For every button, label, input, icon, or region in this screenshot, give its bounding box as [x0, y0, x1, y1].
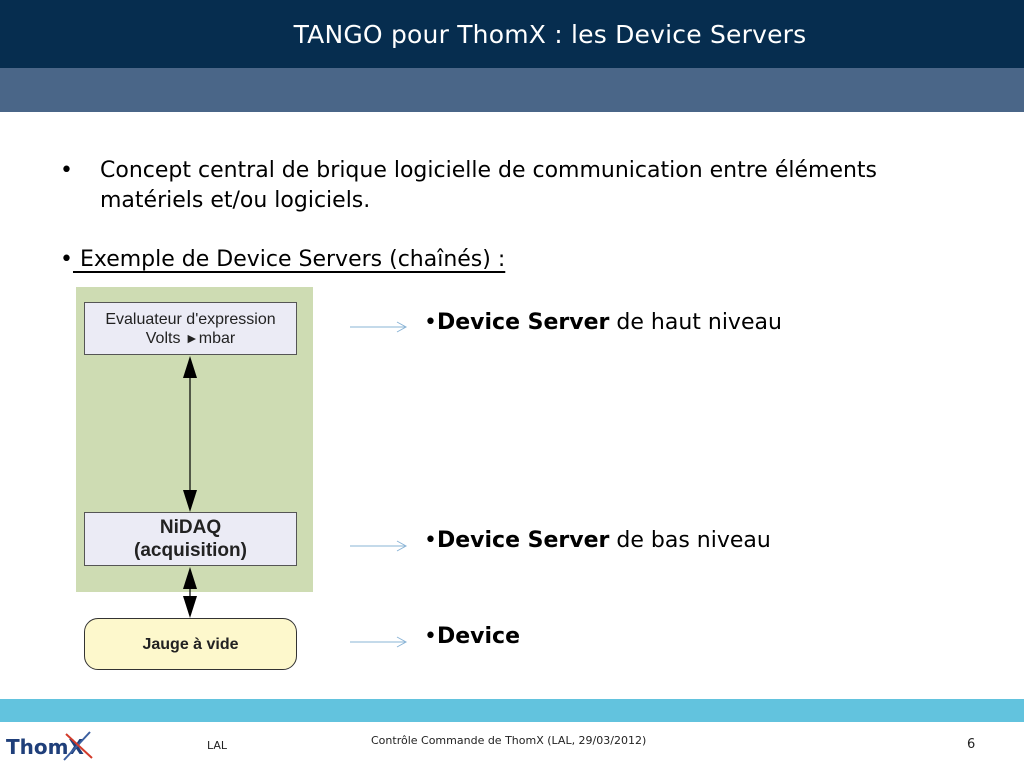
slide-title: TANGO pour ThomX : les Device Servers: [293, 20, 807, 49]
header-bar: [0, 0, 1024, 68]
page-number: 6: [967, 737, 976, 752]
footer-lab: LAL: [207, 739, 228, 752]
logo-stroke: [65, 733, 93, 759]
footer-caption: Contrôle Commande de ThomX (LAL, 29/03/2…: [371, 734, 647, 747]
pointer-arrow-icon: [396, 321, 408, 333]
evaluator-title: Evaluateur d'expression: [105, 311, 276, 328]
arrow-down-icon: [183, 596, 197, 618]
footer-band: [0, 699, 1024, 722]
label-marker: •: [424, 310, 437, 335]
label-high-level: •Device Server de haut niveau: [424, 310, 782, 335]
logo-text: ThomX: [6, 735, 84, 759]
arrow-up-icon: [183, 567, 197, 589]
bullet-marker: •: [60, 247, 73, 272]
pointer-arrow-icon: [396, 636, 408, 648]
bullet-marker: •: [60, 158, 73, 183]
label-marker: •: [424, 624, 437, 649]
pointer-arrow-icon: [396, 540, 408, 552]
evaluator-unit-from: Volts: [145, 330, 181, 347]
label-high-level-rest: de haut niveau: [609, 310, 782, 335]
evaluator-box: Evaluateur d'expression Volts ►mbar: [84, 302, 297, 355]
evaluator-conversion: Volts ►mbar: [85, 329, 296, 348]
gauge-box: Jauge à vide: [84, 618, 297, 670]
label-high-level-bold: Device Server: [436, 310, 610, 335]
bullet-example-text: Exemple de Device Servers (chaînés) :: [72, 247, 506, 272]
label-device-bold: Device: [436, 624, 521, 649]
label-low-level-rest: de bas niveau: [609, 528, 771, 553]
bullet-concept-text: Concept central de brique logicielle de …: [100, 158, 878, 213]
arrow-up-icon: [183, 356, 197, 378]
arrow-down-icon: [183, 490, 197, 512]
label-device: •Device: [424, 624, 520, 649]
nidaq-box: NiDAQ (acquisition): [84, 512, 297, 566]
nidaq-title: NiDAQ: [159, 517, 222, 538]
evaluator-unit-to: mbar: [198, 330, 236, 347]
header-subbar: [0, 68, 1024, 112]
label-marker: •: [424, 528, 437, 553]
nidaq-subtitle: (acquisition): [134, 540, 247, 561]
thomx-logo: ThomX: [6, 731, 93, 761]
arrow-right-icon: ►: [184, 330, 199, 346]
logo-stroke: [63, 731, 91, 761]
label-low-level-bold: Device Server: [436, 528, 610, 553]
bullet-example: • Exemple de Device Servers (chaînés) :: [60, 245, 505, 275]
label-low-level: •Device Server de bas niveau: [424, 528, 771, 553]
